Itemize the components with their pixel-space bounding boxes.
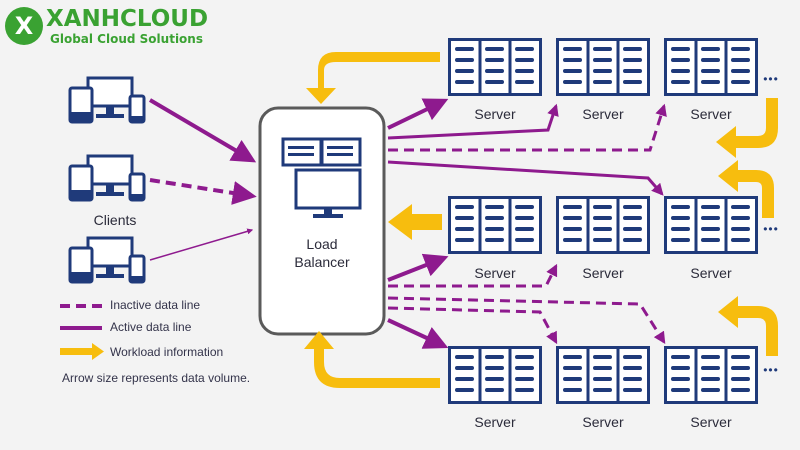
server-label: Server [690,265,732,281]
more-servers-ellipsis: ••• [763,72,779,86]
server-label: Server [582,265,624,281]
legend-workload-swatch [60,343,104,360]
more-servers-ellipsis: ••• [763,222,779,236]
server-label: Server [474,414,516,430]
legend-inactive-label: Inactive data line [110,298,201,312]
server-icon [448,346,542,404]
server-label: Server [474,106,516,122]
server-label: Server [690,106,732,122]
load-balancer-label-line2: Balancer [294,254,350,270]
legend-active-label: Active data line [110,320,192,334]
server-icon [664,196,758,254]
logo-badge: X [5,7,43,45]
client-line-active-1 [148,98,257,163]
more-servers-ellipsis: ••• [763,363,779,377]
server-icon [556,38,650,96]
server-label: Server [582,414,624,430]
server-icon [448,196,542,254]
logo-letter: X [15,12,34,40]
client-line-active-3 [149,228,254,261]
legend-workload-label: Workload information [110,345,224,359]
server-icon [448,38,542,96]
client-icon-3 [68,236,146,284]
server-label: Server [582,106,624,122]
server-icon [664,38,758,96]
server-label: Server [474,265,516,281]
server-icon [664,346,758,404]
server-icon [556,196,650,254]
brand-tagline: Global Cloud Solutions [50,32,203,46]
workload-arrows [304,52,778,388]
clients-label: Clients [93,212,137,228]
legend-note: Arrow size represents data volume. [62,371,251,385]
load-balancer-icon [281,137,362,218]
server-icon [556,346,650,404]
brand-wordmark: XANHCLOUD [46,6,209,32]
client-icon-2 [68,154,146,202]
server-label: Server [690,414,732,430]
load-balancer-label-line1: Load [306,236,338,252]
client-icon-1 [68,76,146,124]
client-line-inactive-2 [149,178,257,205]
